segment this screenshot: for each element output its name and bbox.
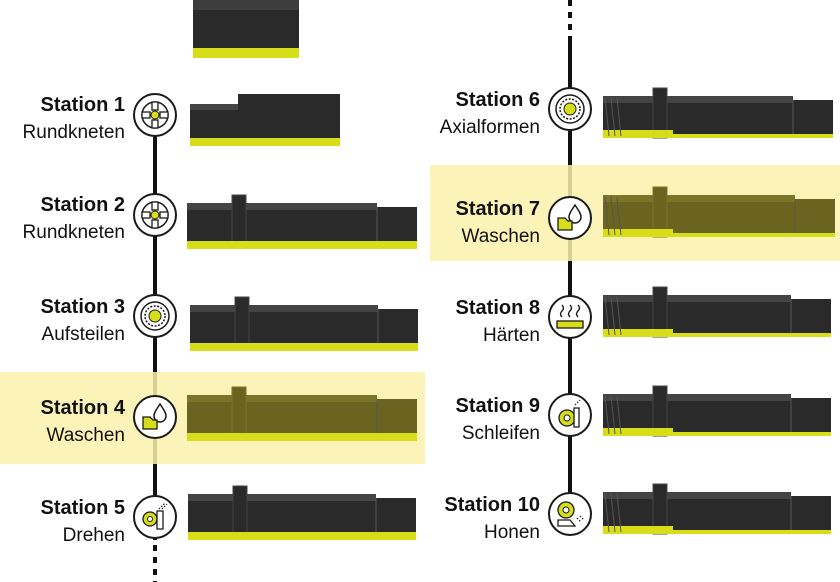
station-process: Rundkneten: [22, 222, 125, 243]
station-name: Station 7: [455, 198, 540, 220]
station-name: Station 10: [444, 494, 540, 516]
station-label: Station 2 Rundkneten: [0, 192, 125, 246]
hardening-icon: [548, 295, 592, 339]
grinding-icon: [548, 393, 592, 437]
station-name: Station 2: [40, 194, 125, 216]
station-part: [187, 385, 417, 447]
station-part: [603, 86, 833, 148]
station-label: Station 6 Axialformen: [410, 87, 540, 141]
station-part: [603, 384, 831, 446]
station-part: [603, 285, 831, 347]
station-process: Waschen: [46, 425, 126, 446]
station-label: Station 5 Drehen: [0, 495, 125, 549]
washing-icon: [548, 196, 592, 240]
station-process: Schleifen: [461, 423, 540, 444]
raw-blank-part: [193, 0, 299, 60]
station-name: Station 1: [40, 94, 125, 116]
station-process: Härten: [482, 325, 540, 346]
station-label: Station 1 Rundkneten: [0, 92, 125, 146]
upsetting-icon: [133, 294, 177, 338]
station-name: Station 3: [40, 296, 125, 318]
station-name: Station 5: [40, 497, 125, 519]
axial-forming-icon: [548, 87, 592, 131]
station-label: Station 7 Waschen: [410, 196, 540, 250]
station-name: Station 6: [455, 89, 540, 111]
station-part: [187, 193, 417, 255]
station-part: [603, 185, 835, 247]
station-part: [603, 482, 831, 544]
station-name: Station 8: [455, 297, 540, 319]
rotary-swaging-icon: [133, 193, 177, 237]
station-part: [190, 90, 340, 152]
honing-icon: [548, 492, 592, 536]
station-label: Station 10 Honen: [410, 492, 540, 546]
station-part: [190, 295, 418, 357]
rotary-swaging-icon: [133, 93, 177, 137]
station-label: Station 3 Aufsteilen: [0, 294, 125, 348]
station-process: Axialformen: [439, 117, 540, 138]
station-name: Station 9: [455, 395, 540, 417]
station-process: Rundkneten: [22, 122, 125, 143]
turning-icon: [133, 495, 177, 539]
station-label: Station 4 Waschen: [0, 395, 125, 449]
station-label: Station 9 Schleifen: [410, 393, 540, 447]
station-part: [188, 484, 416, 546]
station-name: Station 4: [40, 397, 125, 419]
washing-icon: [133, 395, 177, 439]
station-process: Waschen: [461, 226, 541, 247]
station-label: Station 8 Härten: [410, 295, 540, 349]
station-process: Aufsteilen: [41, 324, 125, 345]
station-process: Honen: [484, 522, 540, 543]
station-process: Drehen: [62, 525, 125, 546]
